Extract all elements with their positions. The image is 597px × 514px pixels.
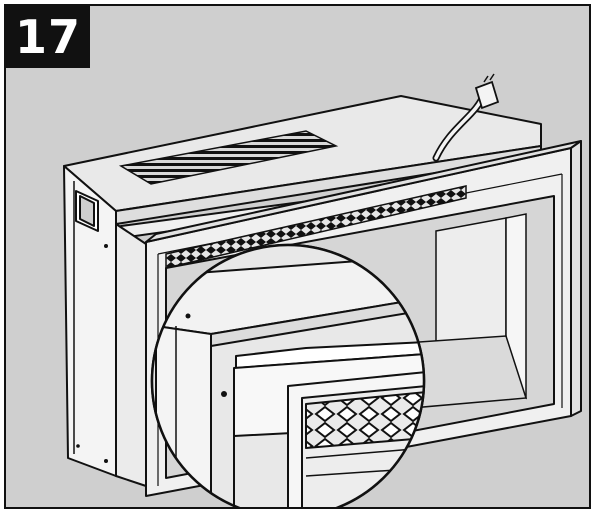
illustration-frame: 17 <box>4 4 591 509</box>
power-plug <box>474 73 500 110</box>
top-vent <box>118 130 339 185</box>
detail-magnifier <box>150 243 426 507</box>
step-number-badge: 17 <box>6 6 90 68</box>
mesh-screen <box>165 185 467 269</box>
side-screw-holes <box>76 244 108 463</box>
fireplace-assembly-illustration <box>63 73 582 507</box>
